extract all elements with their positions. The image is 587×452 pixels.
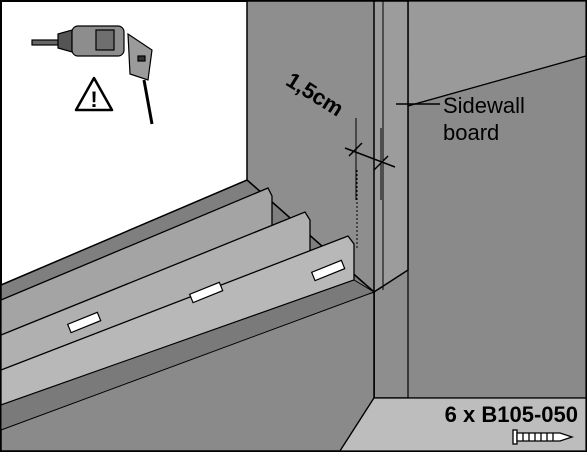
warning-glyph: ! [90, 87, 97, 112]
warning-triangle-icon: ! [74, 76, 114, 112]
sidewall-board [373, 0, 409, 294]
rail-slot [188, 281, 224, 304]
screw-icon [512, 429, 575, 445]
callout-line-2: board [443, 120, 499, 145]
rail-slot [66, 311, 102, 334]
rail-3 [0, 235, 376, 431]
rail-slot [310, 259, 346, 282]
callout-line-1: Sidewall [443, 93, 525, 118]
parts-label: 6 x B105-050 [445, 402, 578, 427]
dimension-marker [344, 118, 396, 250]
power-drill-icon [31, 25, 154, 125]
